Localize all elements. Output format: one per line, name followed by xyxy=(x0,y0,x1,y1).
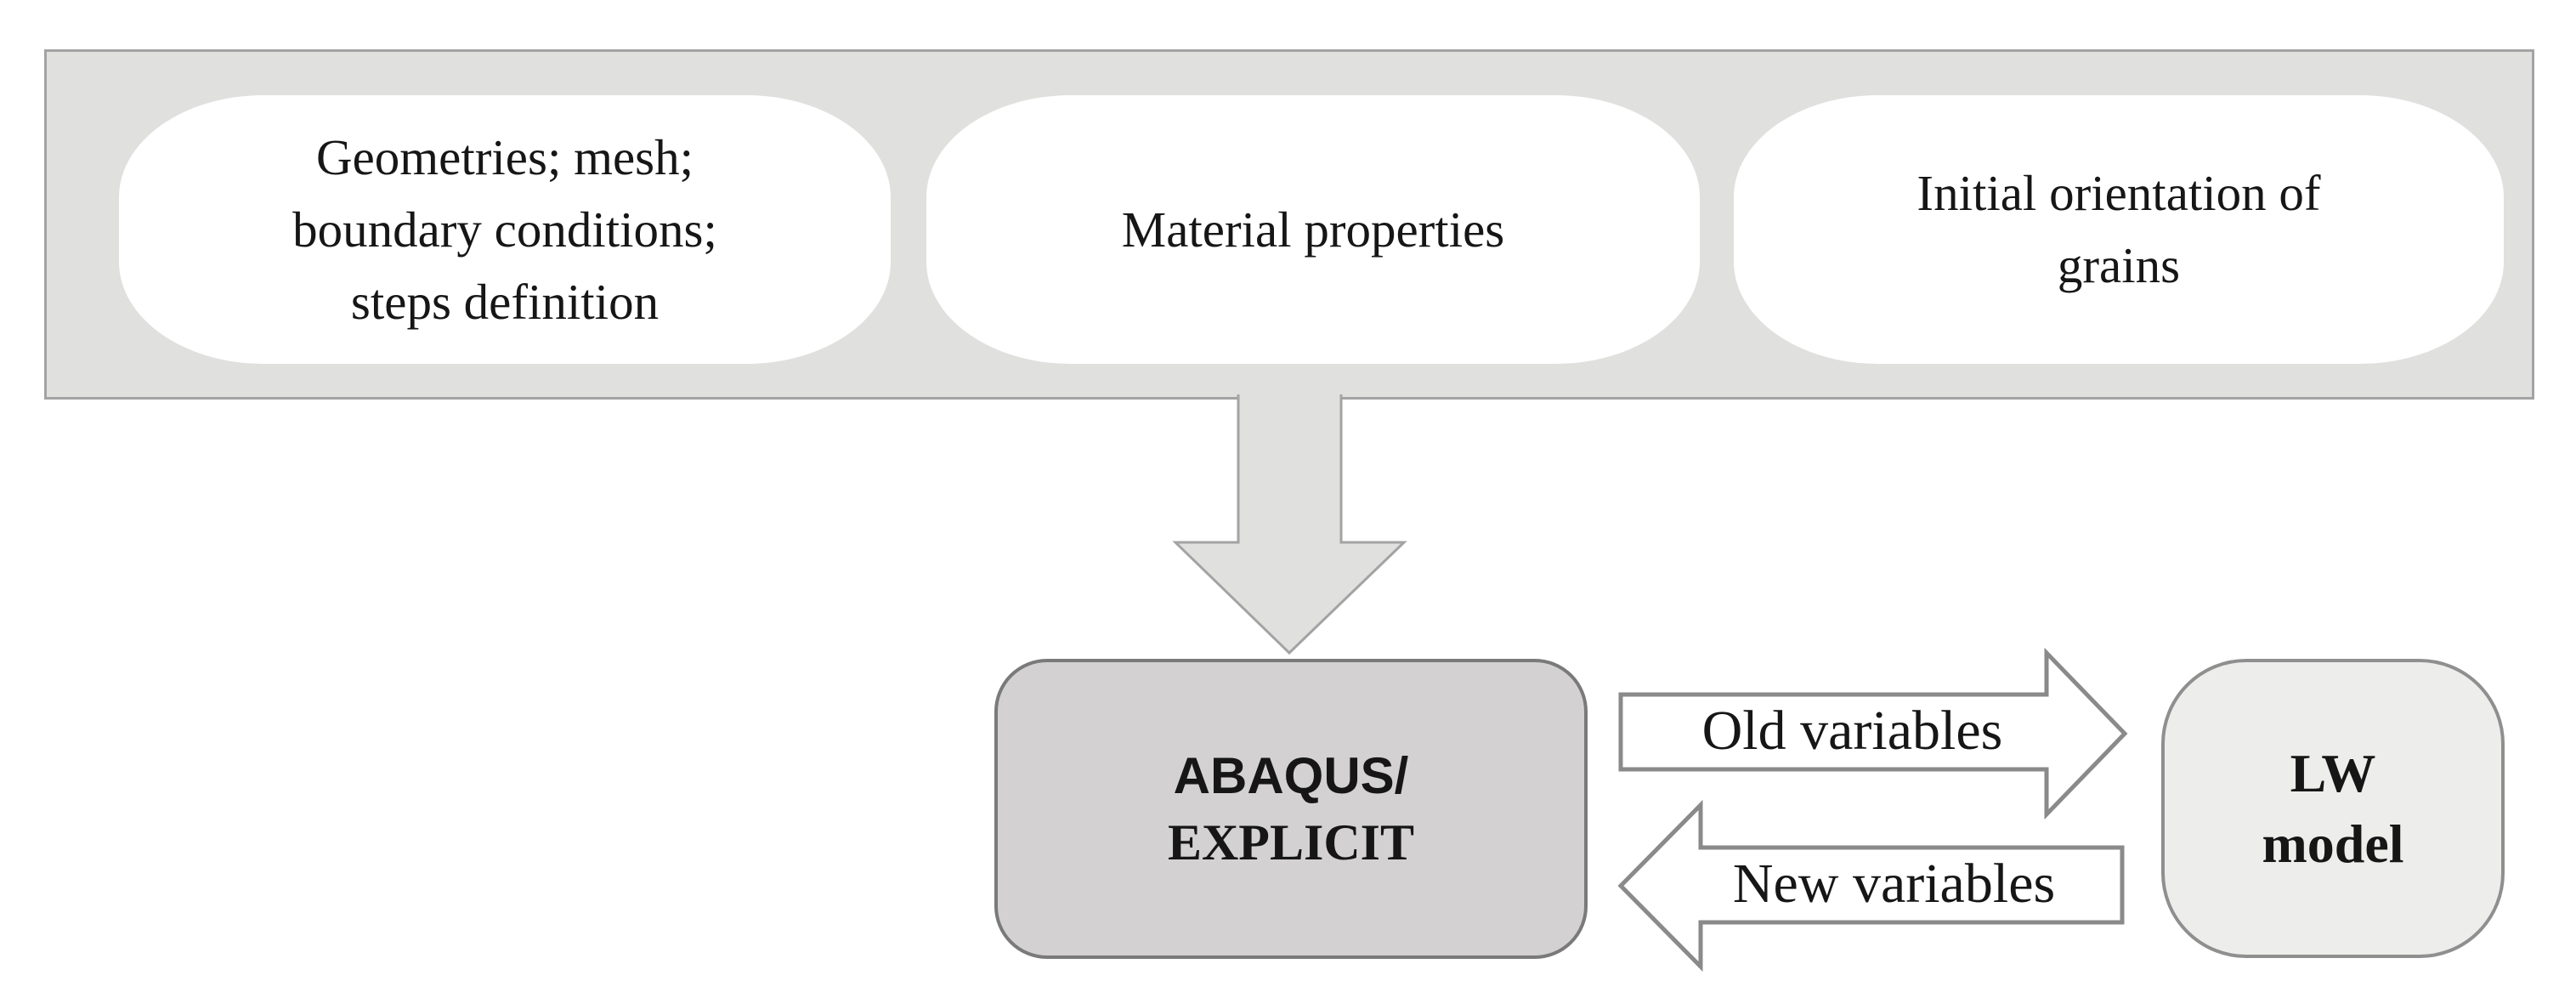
input-box-line: boundary conditions; xyxy=(292,201,717,258)
input-box-line: Initial orientation of xyxy=(1916,165,2321,221)
input-box-line: Material properties xyxy=(1121,201,1505,258)
lw-model-box: LW model xyxy=(2161,659,2505,958)
old-variables-label: Old variables xyxy=(1701,700,2003,762)
input-box-orientation: Initial orientation of grains xyxy=(1734,95,2504,364)
new-variables-label: New variables xyxy=(1732,853,2056,915)
input-box-geometries: Geometries; mesh; boundary conditions; s… xyxy=(119,95,891,364)
explicit-line: EXPLICIT xyxy=(1167,814,1415,870)
input-box-line: Geometries; mesh; xyxy=(315,128,694,185)
input-box-line: steps definition xyxy=(350,273,660,330)
lw-line: LW xyxy=(2290,743,2376,803)
input-box-material: Material properties xyxy=(926,95,1700,364)
abaqus-explicit-box: ABAQUS/ EXPLICIT xyxy=(994,659,1588,959)
abaqus-line: ABAQUS/ xyxy=(1173,746,1409,804)
input-box-line: grains xyxy=(2057,237,2181,293)
banner-to-abaqus-arrow-icon xyxy=(1172,394,1407,655)
model-line: model xyxy=(2262,814,2404,874)
